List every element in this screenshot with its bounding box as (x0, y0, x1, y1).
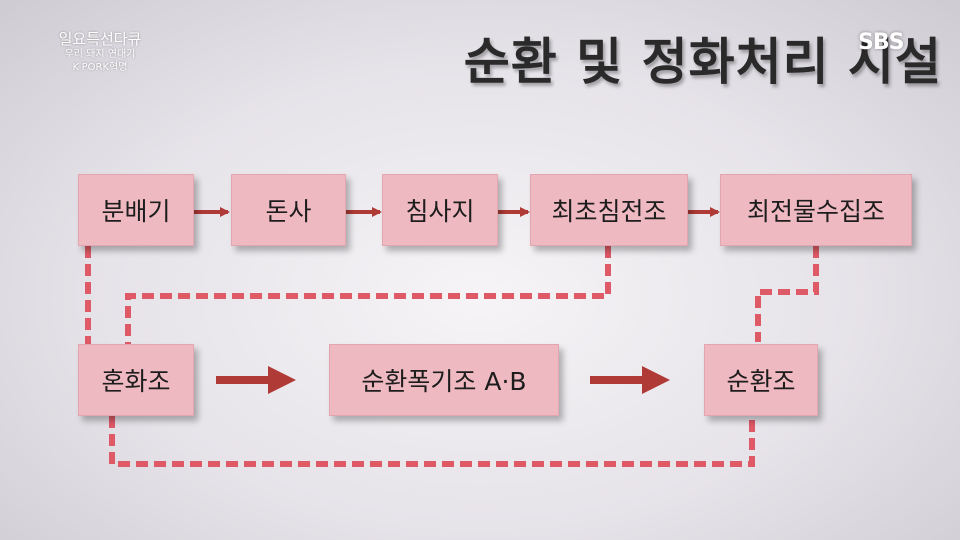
process-box-water-collection-tank: 최전물수집조 (720, 174, 912, 246)
big-flow-arrowhead (268, 366, 296, 394)
big-flow-arrowhead (642, 366, 670, 394)
dashed-return-line (109, 416, 755, 467)
program-episode: 우리 돼지 연대기 (64, 49, 136, 60)
process-box-grit-chamber: 침사지 (382, 174, 498, 246)
diagram-title: 순환 및 정화처리 시설 (463, 33, 942, 91)
program-subtitle: K-PORK혁명 (72, 62, 128, 73)
program-watermark: 일요특선다큐 우리 돼지 연대기 K-PORK혁명 (40, 30, 160, 74)
process-box-primary-settling-tank: 최초침전조 (530, 174, 688, 246)
process-box-circulation-tank: 순환조 (704, 344, 818, 416)
process-box-mixing-tank: 혼화조 (78, 344, 194, 416)
program-name: 일요특선다큐 (58, 30, 142, 48)
broadcaster-logo: SBS (858, 30, 904, 55)
process-box-pig-barn: 돈사 (231, 174, 346, 246)
dashed-return-line (755, 246, 819, 342)
dashed-return-line (125, 246, 611, 345)
process-box-aeration-tank-ab: 순환폭기조 A·B (329, 344, 559, 416)
process-box-distributor: 분배기 (78, 174, 194, 246)
